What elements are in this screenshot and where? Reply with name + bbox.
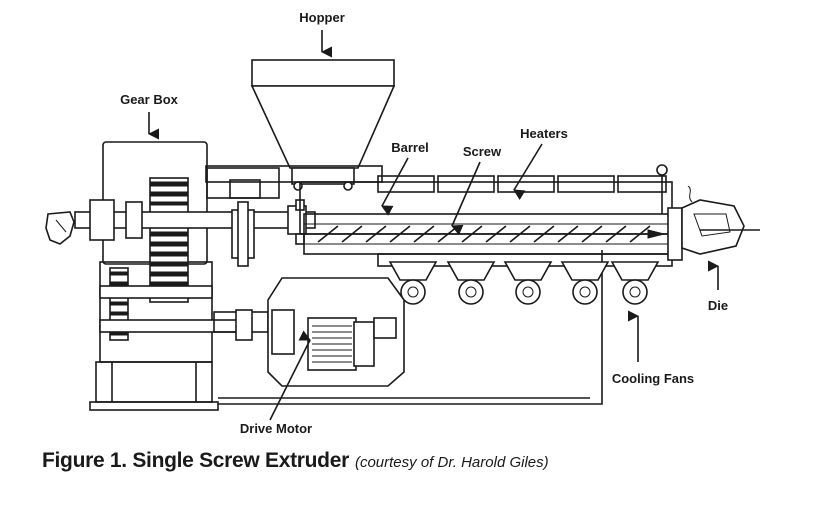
cooling-fan: [446, 261, 496, 305]
cooling-fan: [388, 261, 438, 305]
label-screw: Screw: [450, 144, 502, 236]
die: [656, 164, 760, 261]
machine-base: [89, 250, 603, 411]
label-die: Die: [708, 260, 728, 313]
gear-box: [45, 141, 316, 363]
screw-label: Screw: [463, 144, 502, 159]
label-drive-motor: Drive Motor: [240, 330, 312, 436]
screw: [304, 225, 668, 243]
barrel-label: Barrel: [391, 140, 429, 155]
label-barrel: Barrel: [381, 140, 429, 216]
die-label: Die: [708, 298, 728, 313]
label-heaters: Heaters: [513, 126, 568, 201]
drive-motor: [213, 277, 405, 387]
hopper-label: Hopper: [299, 10, 345, 25]
hopper: [250, 59, 396, 191]
label-cooling-fans: Cooling Fans: [612, 310, 694, 386]
heaters-label: Heaters: [520, 126, 568, 141]
big-gear-teeth: [149, 181, 189, 297]
caption-credit: (courtesy of Dr. Harold Giles): [354, 454, 549, 471]
drive-motor-label: Drive Motor: [240, 421, 312, 436]
gear-box-label: Gear Box: [120, 92, 179, 107]
label-gear-box: Gear Box: [120, 92, 179, 140]
label-hopper: Hopper: [299, 10, 345, 58]
cooling-fans: [388, 261, 660, 305]
cooling-fan: [503, 261, 553, 305]
figure-caption: Figure 1. Single Screw Extruder (courtesy…: [42, 449, 549, 473]
cooling-fan: [610, 261, 660, 305]
caption-title: Figure 1. Single Screw Extruder: [42, 449, 349, 472]
cooling-fan: [560, 261, 610, 305]
cooling-fans-label: Cooling Fans: [612, 371, 694, 386]
